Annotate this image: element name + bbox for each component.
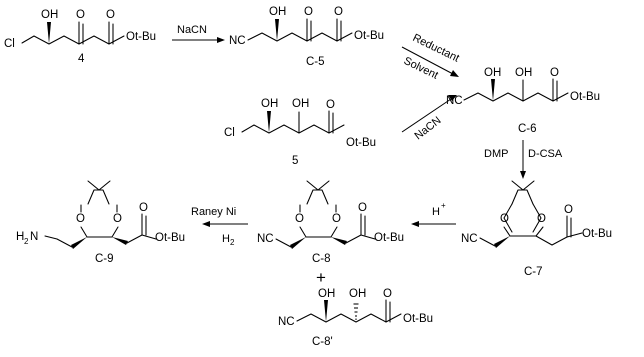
hydroxyl-group: OH bbox=[318, 288, 335, 300]
ester-oxygen: O bbox=[334, 6, 343, 18]
compound-label-4: 4 bbox=[78, 53, 85, 65]
tert-butyl-ester: Ot-Bu bbox=[126, 31, 156, 43]
wedge-bond bbox=[47, 22, 51, 44]
reagent-dmp: DMP bbox=[484, 148, 508, 160]
dioxane-oxygen: O bbox=[500, 213, 509, 225]
dioxane-oxygen: O bbox=[295, 213, 304, 225]
reagent-h-plus: + bbox=[441, 201, 446, 210]
compound-label-5: 5 bbox=[292, 155, 298, 167]
ester-oxygen: O bbox=[139, 202, 148, 214]
ketone-oxygen: O bbox=[304, 6, 313, 18]
dioxane-oxygen-2: O bbox=[113, 213, 122, 225]
tert-butyl-ester: Ot-Bu bbox=[155, 232, 185, 244]
compound-4: Cl OH O O Ot-Bu 4 bbox=[4, 9, 156, 65]
hydroxyl-group-2: OH bbox=[515, 67, 532, 79]
amine-subscript: 2 bbox=[24, 237, 29, 246]
wedge-bond-2 bbox=[331, 237, 347, 245]
compound-c9: O O O Ot-Bu H 2 N C-9 bbox=[16, 180, 185, 265]
compound-c8: O O O Ot-Bu NC C-8 bbox=[257, 180, 404, 265]
compound-c5: NC OH O O Ot-Bu C-5 bbox=[229, 6, 384, 68]
reagent-nacn-diagonal: NaCN bbox=[412, 114, 443, 142]
compound-label-c5: C-5 bbox=[306, 56, 325, 68]
amine-n: N bbox=[30, 231, 38, 243]
nitrile-group: NC bbox=[461, 233, 478, 245]
tert-butyl-ester: Ot-Bu bbox=[570, 91, 600, 103]
ester-oxygen: O bbox=[550, 67, 559, 79]
arrow-acid: H + bbox=[411, 201, 456, 227]
wedge-bond bbox=[267, 111, 271, 133]
wedge-bond bbox=[71, 237, 87, 249]
compound-label-c8: C-8 bbox=[312, 253, 331, 265]
tert-butyl-ester: Ot-Bu bbox=[403, 313, 433, 325]
reagent-h: H bbox=[432, 206, 440, 218]
arrow-nacn-top: NaCN bbox=[172, 24, 225, 43]
arrow-protection: DMP D-CSA bbox=[484, 140, 563, 179]
dioxane-oxygen-2: O bbox=[537, 213, 546, 225]
reagent-nacn-top: NaCN bbox=[177, 24, 207, 36]
arrow-reduction: Reductant Solvent bbox=[402, 32, 461, 82]
ester-oxygen: O bbox=[326, 99, 335, 111]
dioxane-oxygen: O bbox=[76, 213, 85, 225]
ester-oxygen: O bbox=[564, 204, 573, 216]
tert-butyl-ester: Ot-Bu bbox=[582, 228, 612, 240]
tert-butyl-ester: Ot-Bu bbox=[346, 137, 376, 149]
compound-c6: NC OH OH O Ot-Bu C-6 bbox=[446, 67, 600, 135]
compound-label-c9: C-9 bbox=[95, 253, 114, 265]
compound-5: Cl OH OH O Ot-Bu 5 bbox=[224, 98, 376, 167]
wedge-bond bbox=[494, 236, 510, 248]
tert-butyl-ester: Ot-Bu bbox=[354, 30, 384, 42]
chlorine-atom: Cl bbox=[224, 127, 235, 139]
ester-oxygen: O bbox=[383, 288, 392, 300]
hydroxyl-group-2: OH bbox=[349, 288, 366, 300]
wedge-bond bbox=[491, 79, 495, 101]
plus-sign: + bbox=[316, 268, 326, 287]
compound-label-c7: C-7 bbox=[524, 266, 543, 278]
reagent-h2-subscript: 2 bbox=[230, 238, 235, 247]
compound-label-c6: C-6 bbox=[518, 123, 537, 135]
reagent-dcsa: D-CSA bbox=[528, 148, 563, 160]
tert-butyl-ester: Ot-Bu bbox=[374, 232, 404, 244]
hydroxyl-group: OH bbox=[261, 98, 278, 110]
compound-label-c8-prime: C-8' bbox=[312, 336, 333, 348]
arrow-hydrogenation: Raney Ni H 2 bbox=[191, 206, 248, 247]
nitrile-group: NC bbox=[229, 35, 246, 47]
dioxane-oxygen-2: O bbox=[332, 213, 341, 225]
reagent-h2: H bbox=[222, 233, 230, 245]
wedge-bond bbox=[275, 19, 279, 41]
ester-oxygen: O bbox=[358, 202, 367, 214]
hydroxyl-group: OH bbox=[484, 67, 501, 79]
ketone-oxygen: O bbox=[76, 9, 85, 21]
ester-oxygen: O bbox=[106, 9, 115, 21]
wedge-bond bbox=[324, 300, 328, 322]
hydroxyl-group: OH bbox=[269, 6, 286, 18]
nitrile-group: NC bbox=[257, 233, 274, 245]
compound-c7: O O O Ot-Bu NC C-7 bbox=[461, 180, 612, 278]
reagent-solvent: Solvent bbox=[402, 55, 440, 82]
compound-c8-prime: NC OH OH O Ot-Bu C-8' bbox=[278, 288, 433, 348]
amine-h: H bbox=[16, 231, 24, 243]
hydroxyl-group-2: OH bbox=[292, 98, 309, 110]
reagent-raney-ni: Raney Ni bbox=[191, 206, 236, 218]
wedge-bond bbox=[290, 237, 306, 249]
wedge-bond-2 bbox=[112, 237, 128, 245]
nitrile-group: NC bbox=[278, 316, 295, 328]
chlorine-atom: Cl bbox=[4, 38, 15, 50]
hydroxyl-group: OH bbox=[41, 9, 58, 21]
